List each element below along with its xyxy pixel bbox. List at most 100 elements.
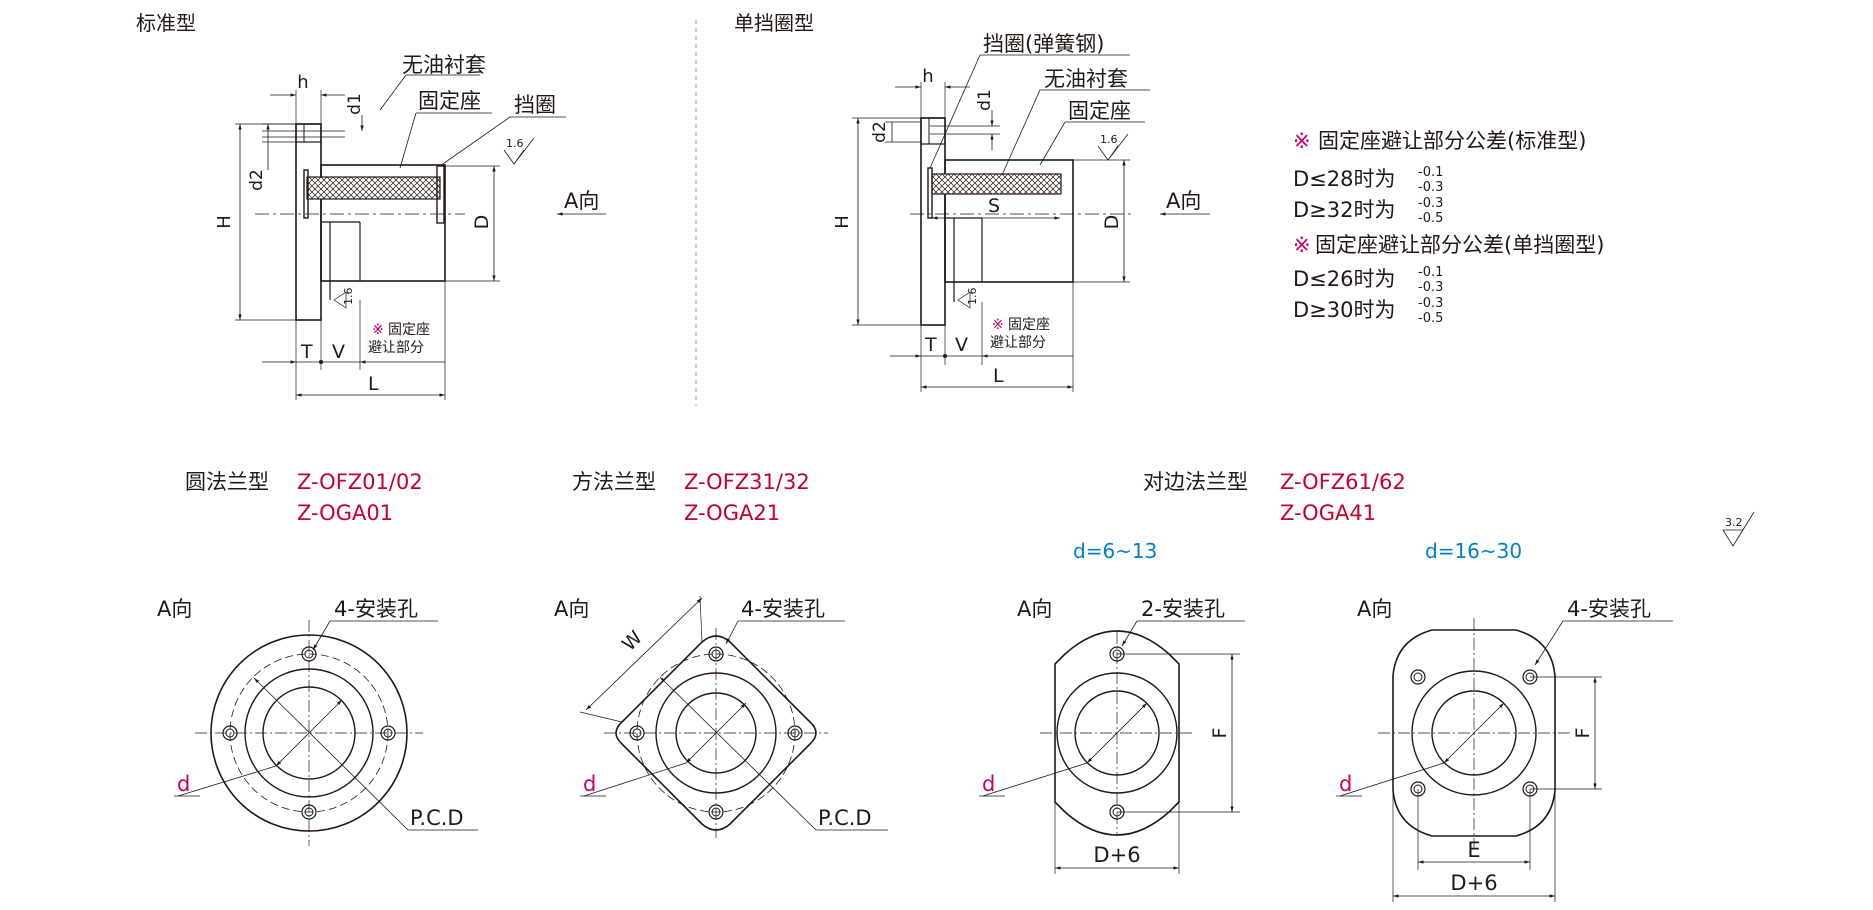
cut-flange-section: 对边法兰型 Z-OFZ61/62 Z-OGA41 d=6~13 A向 2-安装孔… bbox=[979, 470, 1673, 902]
standard-dim-V: V bbox=[332, 341, 345, 363]
standard-dim-d2: d2 bbox=[247, 169, 267, 191]
single-bolt-counterbore bbox=[920, 117, 946, 145]
square-model-2: Z-OGA21 bbox=[684, 501, 780, 525]
single-ring bbox=[927, 167, 933, 219]
single-label-seat: 固定座 bbox=[1068, 99, 1131, 123]
cut-small-range: d=6~13 bbox=[1073, 539, 1157, 563]
single-rough-bottom: 1.6 bbox=[966, 288, 979, 306]
tol-single-cond-1: D≤26时为 bbox=[1293, 267, 1396, 291]
standard-seat-body bbox=[320, 164, 446, 282]
single-dim-S: S bbox=[988, 195, 1000, 217]
tolerance-notes: ※ 固定座避让部分公差(标准型) D≤28时为 -0.1 -0.3 D≥32时为… bbox=[1293, 129, 1604, 326]
tol-std-upper-1: -0.1 bbox=[1418, 165, 1443, 180]
single-flange bbox=[920, 117, 946, 326]
single-label-ring: 挡圈(弹簧钢) bbox=[983, 32, 1104, 56]
single-note-mark: ※ bbox=[992, 317, 1004, 333]
tol-single-cond-2: D≥30时为 bbox=[1293, 298, 1396, 322]
standard-dim-T: T bbox=[300, 341, 313, 363]
square-flange-section: 方法兰型 Z-OFZ31/32 Z-OGA21 A向 4-安装孔 W d P.C… bbox=[554, 470, 888, 838]
cut-small-view: A向 bbox=[1017, 597, 1052, 621]
standard-dim-H: H bbox=[214, 215, 235, 229]
single-dim-d1: d1 bbox=[975, 89, 995, 111]
tol-std-lower-2: -0.5 bbox=[1418, 211, 1443, 226]
round-mount-holes bbox=[222, 646, 396, 820]
round-flange-section: 圆法兰型 Z-OFZ01/02 Z-OGA01 A向 4-安装孔 d P.C.D bbox=[157, 470, 478, 846]
standard-title: 标准型 bbox=[136, 11, 196, 35]
square-flange-outline bbox=[615, 635, 817, 831]
single-rough-top: 1.6 bbox=[1100, 133, 1118, 146]
standard-direction: A向 bbox=[564, 189, 599, 213]
tol-single-lower-1: -0.3 bbox=[1418, 280, 1443, 295]
cut-small-dim-D6: D+6 bbox=[1093, 843, 1140, 867]
square-type-label: 方法兰型 bbox=[572, 470, 656, 494]
single-dim-D: D bbox=[1101, 215, 1123, 230]
standard-rough-top: 1.6 bbox=[506, 137, 524, 150]
round-view-label: A向 bbox=[157, 597, 192, 621]
square-view-label: A向 bbox=[554, 597, 589, 621]
tol-heading-single: 固定座避让部分公差(单挡圈型) bbox=[1315, 233, 1604, 257]
standard-label-ring: 挡圈 bbox=[514, 93, 556, 117]
standard-liner bbox=[306, 176, 441, 200]
single-title: 单挡圈型 bbox=[734, 11, 814, 35]
cut-flange-small: d=6~13 A向 2-安装孔 d F D+ bbox=[979, 539, 1245, 874]
cut-large-range: d=16~30 bbox=[1425, 539, 1522, 563]
square-dim-W: W bbox=[618, 627, 647, 656]
single-dim-V: V bbox=[955, 334, 968, 356]
general-rough-value: 3.2 bbox=[1725, 516, 1743, 529]
single-ring-type-view: 单挡圈型 H d2 h d1 挡圈(弹簧钢) bbox=[734, 11, 1210, 392]
cut-large-view: A向 bbox=[1357, 597, 1392, 621]
standard-label-liner: 无油衬套 bbox=[402, 53, 486, 77]
round-model-1: Z-OFZ01/02 bbox=[297, 470, 423, 494]
tol-single-upper-1: -0.1 bbox=[1418, 265, 1443, 280]
cut-model-1: Z-OFZ61/62 bbox=[1280, 470, 1406, 494]
round-model-2: Z-OGA01 bbox=[297, 501, 393, 525]
tol-mark-single: ※ bbox=[1293, 233, 1311, 257]
cut-flange-large: d=16~30 A向 4-安装孔 d F bbox=[1336, 539, 1673, 902]
square-dim-d: d bbox=[583, 772, 596, 796]
round-type-label: 圆法兰型 bbox=[185, 470, 269, 494]
single-note-line2: 避让部分 bbox=[990, 335, 1046, 351]
standard-rough-bottom: 1.6 bbox=[342, 288, 355, 306]
single-label-liner: 无油衬套 bbox=[1044, 67, 1128, 91]
tol-std-cond-1: D≤28时为 bbox=[1293, 167, 1396, 191]
single-dim-T: T bbox=[924, 334, 937, 356]
standard-dim-d1: d1 bbox=[345, 93, 365, 115]
square-mount-holes bbox=[629, 646, 803, 820]
cut-type-label: 对边法兰型 bbox=[1143, 470, 1248, 494]
single-direction: A向 bbox=[1166, 189, 1201, 213]
cut-large-holes: 4-安装孔 bbox=[1567, 597, 1651, 621]
cut-large-dim-E: E bbox=[1467, 838, 1480, 862]
cut-model-2: Z-OGA41 bbox=[1280, 501, 1376, 525]
cut-small-holes: 2-安装孔 bbox=[1141, 597, 1225, 621]
cut-small-dim-F: F bbox=[1209, 728, 1231, 739]
square-model-1: Z-OFZ31/32 bbox=[684, 470, 810, 494]
standard-dim-L: L bbox=[368, 373, 379, 395]
tol-mark-std: ※ bbox=[1293, 129, 1311, 153]
standard-dim-h: h bbox=[297, 72, 308, 93]
standard-label-seat: 固定座 bbox=[418, 89, 481, 113]
cut-large-dim-d: d bbox=[1339, 772, 1352, 796]
round-dim-pcd: P.C.D bbox=[410, 806, 464, 830]
standard-ring-left bbox=[303, 169, 309, 219]
single-note-line1: 固定座 bbox=[1008, 317, 1050, 333]
tol-std-upper-2: -0.3 bbox=[1418, 196, 1443, 211]
cut-large-dim-F: F bbox=[1572, 728, 1594, 739]
round-holes-label: 4-安装孔 bbox=[334, 597, 418, 621]
cut-small-dim-d: d bbox=[982, 772, 995, 796]
square-dim-pcd: P.C.D bbox=[818, 806, 872, 830]
tol-heading-std: 固定座避让部分公差(标准型) bbox=[1318, 129, 1586, 153]
single-dim-h: h bbox=[922, 66, 933, 87]
standard-note-mark: ※ bbox=[372, 322, 384, 338]
standard-note-line1: 固定座 bbox=[388, 322, 430, 338]
single-dim-H: H bbox=[832, 215, 853, 229]
tol-single-upper-2: -0.3 bbox=[1418, 296, 1443, 311]
standard-flange bbox=[295, 123, 322, 321]
cut-large-dim-D6: D+6 bbox=[1450, 871, 1497, 895]
round-dim-d: d bbox=[177, 772, 190, 796]
tol-std-cond-2: D≥32时为 bbox=[1293, 198, 1396, 222]
single-dim-L: L bbox=[993, 365, 1004, 387]
single-dim-d2: d2 bbox=[870, 121, 890, 143]
standard-dim-D: D bbox=[471, 215, 493, 230]
tol-std-lower-1: -0.3 bbox=[1418, 180, 1443, 195]
